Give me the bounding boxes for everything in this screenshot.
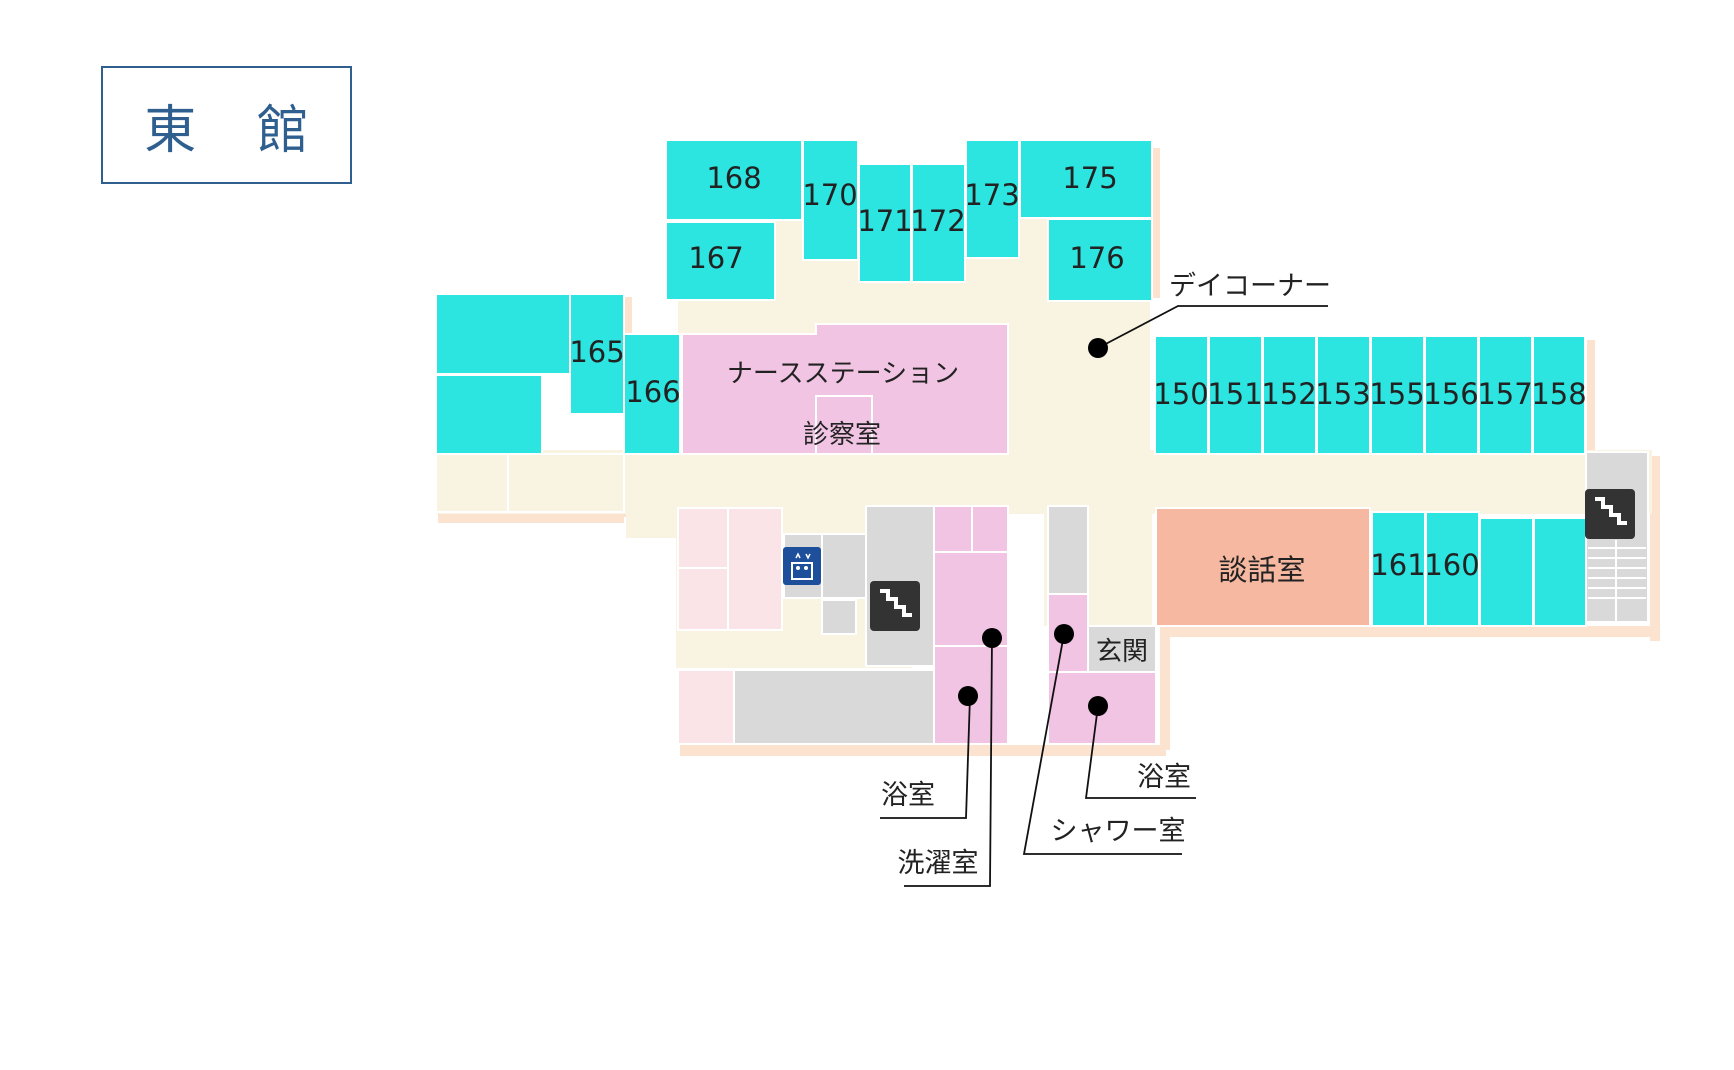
room-170	[802, 139, 859, 261]
room-label-165: 165	[569, 335, 624, 369]
corridor-left-cells	[435, 453, 625, 513]
room-label-153: 153	[1315, 377, 1370, 411]
room-label-176: 176	[1069, 241, 1124, 275]
nurse-station-label: ナースステーション	[727, 359, 959, 389]
room-label-168: 168	[706, 161, 761, 195]
room-167	[665, 221, 776, 301]
room-label-166: 166	[625, 375, 680, 409]
callout-bath-left: 浴室	[881, 780, 935, 811]
room-label-171: 171	[857, 204, 912, 238]
building-title-box: 東 館	[101, 66, 352, 184]
room-173	[965, 139, 1020, 259]
room-label-152: 152	[1261, 377, 1316, 411]
room-label-150: 150	[1153, 377, 1208, 411]
room-label-156: 156	[1423, 377, 1478, 411]
room-label-173: 173	[964, 178, 1019, 212]
entrance-label: 玄関	[1096, 637, 1148, 667]
room-176	[1047, 218, 1153, 302]
room-label-160: 160	[1424, 548, 1479, 582]
room-label-172: 172	[910, 204, 965, 238]
stair-steps-right	[1588, 540, 1646, 622]
callout-day-corner: デイコーナー	[1169, 271, 1331, 302]
callout-laundry: 洗濯室	[898, 848, 979, 879]
room-label-158: 158	[1531, 377, 1586, 411]
stairs-icon	[870, 581, 920, 631]
room-label-155: 155	[1369, 377, 1424, 411]
callout-leaders	[880, 305, 1328, 887]
room-168	[665, 139, 803, 221]
room-unnumbered-4	[1533, 517, 1587, 627]
room-152	[1262, 335, 1317, 455]
room-160	[1425, 511, 1480, 627]
room-label-161: 161	[1370, 548, 1425, 582]
room-166	[623, 333, 681, 455]
room-153	[1316, 335, 1371, 455]
room-unnumbered-2	[435, 374, 543, 455]
room-157	[1478, 335, 1533, 455]
room-label-175: 175	[1062, 161, 1117, 195]
room-label-151: 151	[1207, 377, 1262, 411]
room-label-167: 167	[688, 241, 743, 275]
room-unnumbered-1	[435, 293, 571, 375]
room-150	[1154, 335, 1209, 455]
building-title: 東 館	[144, 100, 331, 161]
elevator-icon	[783, 547, 821, 585]
exam-room-label: 診察室	[803, 420, 881, 450]
stairs-icon	[1585, 489, 1635, 539]
exam-room-area	[815, 395, 873, 455]
room-unnumbered-3	[1479, 517, 1534, 627]
lounge-area	[1155, 507, 1371, 627]
callout-markers	[958, 338, 1108, 716]
room-158	[1532, 335, 1586, 455]
room-171	[858, 163, 912, 283]
nurse-station-area	[681, 323, 1009, 455]
callout-shower: シャワー室	[1051, 816, 1186, 847]
bathing-areas	[933, 505, 1157, 745]
room-165	[569, 293, 625, 415]
room-151	[1208, 335, 1263, 455]
room-label-157: 157	[1477, 377, 1532, 411]
lounge-label: 談話室	[1218, 553, 1305, 587]
callout-bath-right: 浴室	[1137, 762, 1191, 793]
room-161	[1371, 511, 1426, 627]
room-label-170: 170	[802, 178, 857, 212]
